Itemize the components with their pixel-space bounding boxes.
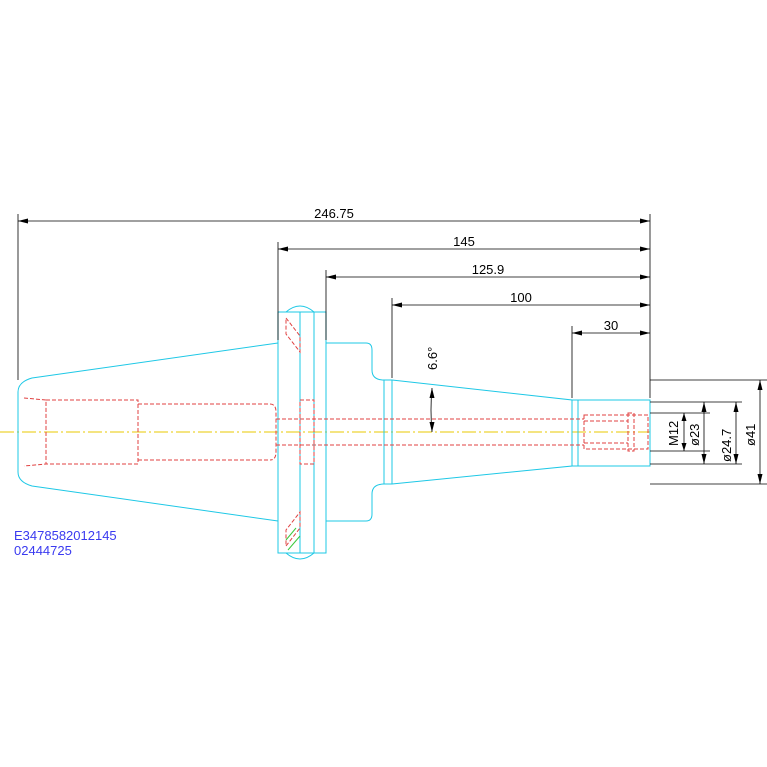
part-code-line-1: E3478582012145 bbox=[14, 528, 117, 543]
dimension-lines bbox=[17, 214, 767, 485]
dim-body-length: 125.9 bbox=[472, 262, 505, 277]
dim-overall-length: 246.75 bbox=[314, 206, 354, 221]
dim-taper-angle: 6.6° bbox=[425, 347, 440, 370]
dim-taper-length: 100 bbox=[510, 290, 532, 305]
hidden-lines bbox=[23, 316, 649, 548]
flange bbox=[277, 311, 327, 554]
part-code-block: E3478582012145 02444725 bbox=[14, 528, 117, 558]
left-cone bbox=[17, 342, 279, 522]
dim-bore-depth: 30 bbox=[604, 318, 618, 333]
part-outline bbox=[17, 305, 651, 560]
part-code-line-2: 02444725 bbox=[14, 543, 72, 558]
dim-shank-diameter: ø41 bbox=[743, 424, 758, 446]
flange-accent bbox=[285, 527, 301, 551]
collar bbox=[326, 342, 392, 381]
dim-bore-diameter: ø23 bbox=[687, 424, 702, 446]
nose bbox=[571, 399, 651, 467]
dim-nose-diameter: ø24.7 bbox=[719, 429, 734, 462]
dim-flange-to-tip: 145 bbox=[453, 234, 475, 249]
dimension-arrows bbox=[18, 218, 763, 484]
right-bore bbox=[583, 414, 649, 450]
dim-thread: M12 bbox=[666, 421, 681, 446]
